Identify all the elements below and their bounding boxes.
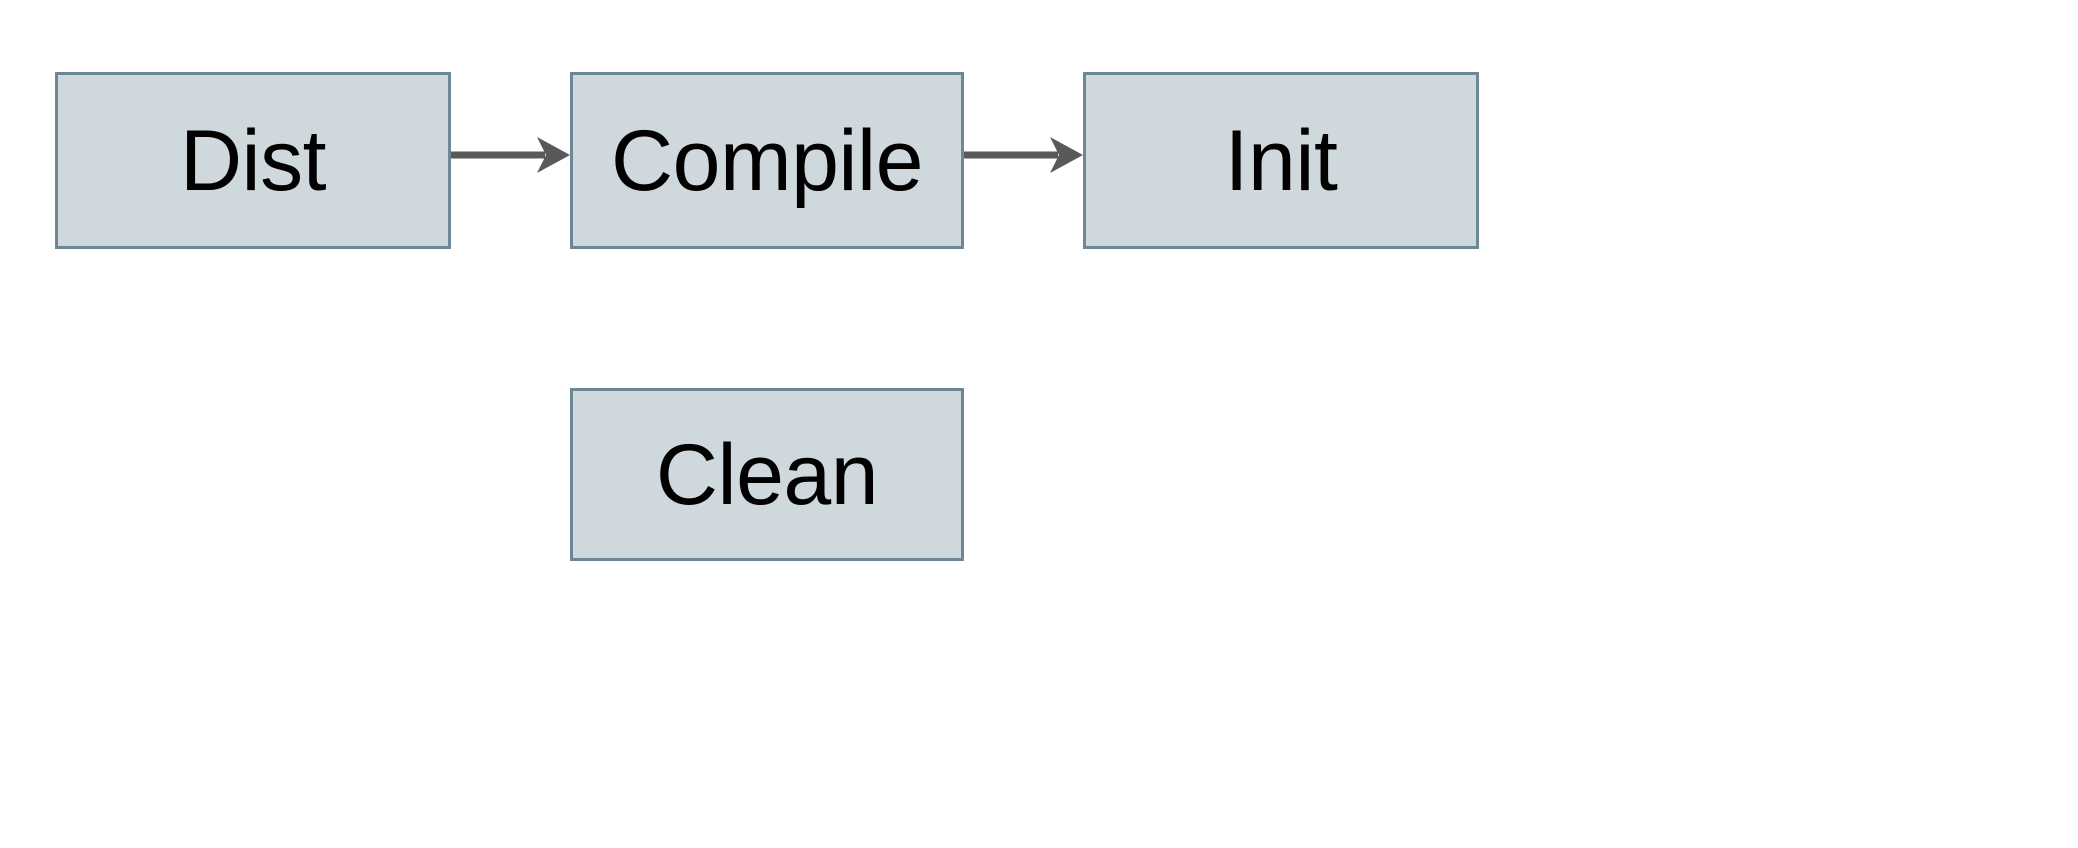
node-label-dist: Dist — [179, 112, 327, 209]
node-dist[interactable]: Dist — [55, 72, 451, 249]
edge-dist-to-compile[interactable] — [451, 135, 571, 175]
node-init[interactable]: Init — [1083, 72, 1479, 249]
arrow-icon-compile-to-init — [964, 137, 1083, 173]
node-label-init: Init — [1224, 112, 1338, 209]
node-clean[interactable]: Clean — [570, 388, 964, 561]
node-compile[interactable]: Compile — [570, 72, 964, 249]
arrow-icon-dist-to-compile — [451, 137, 570, 173]
node-label-compile: Compile — [611, 112, 923, 209]
edge-compile-to-init[interactable] — [964, 135, 1084, 175]
node-label-clean: Clean — [655, 426, 879, 523]
